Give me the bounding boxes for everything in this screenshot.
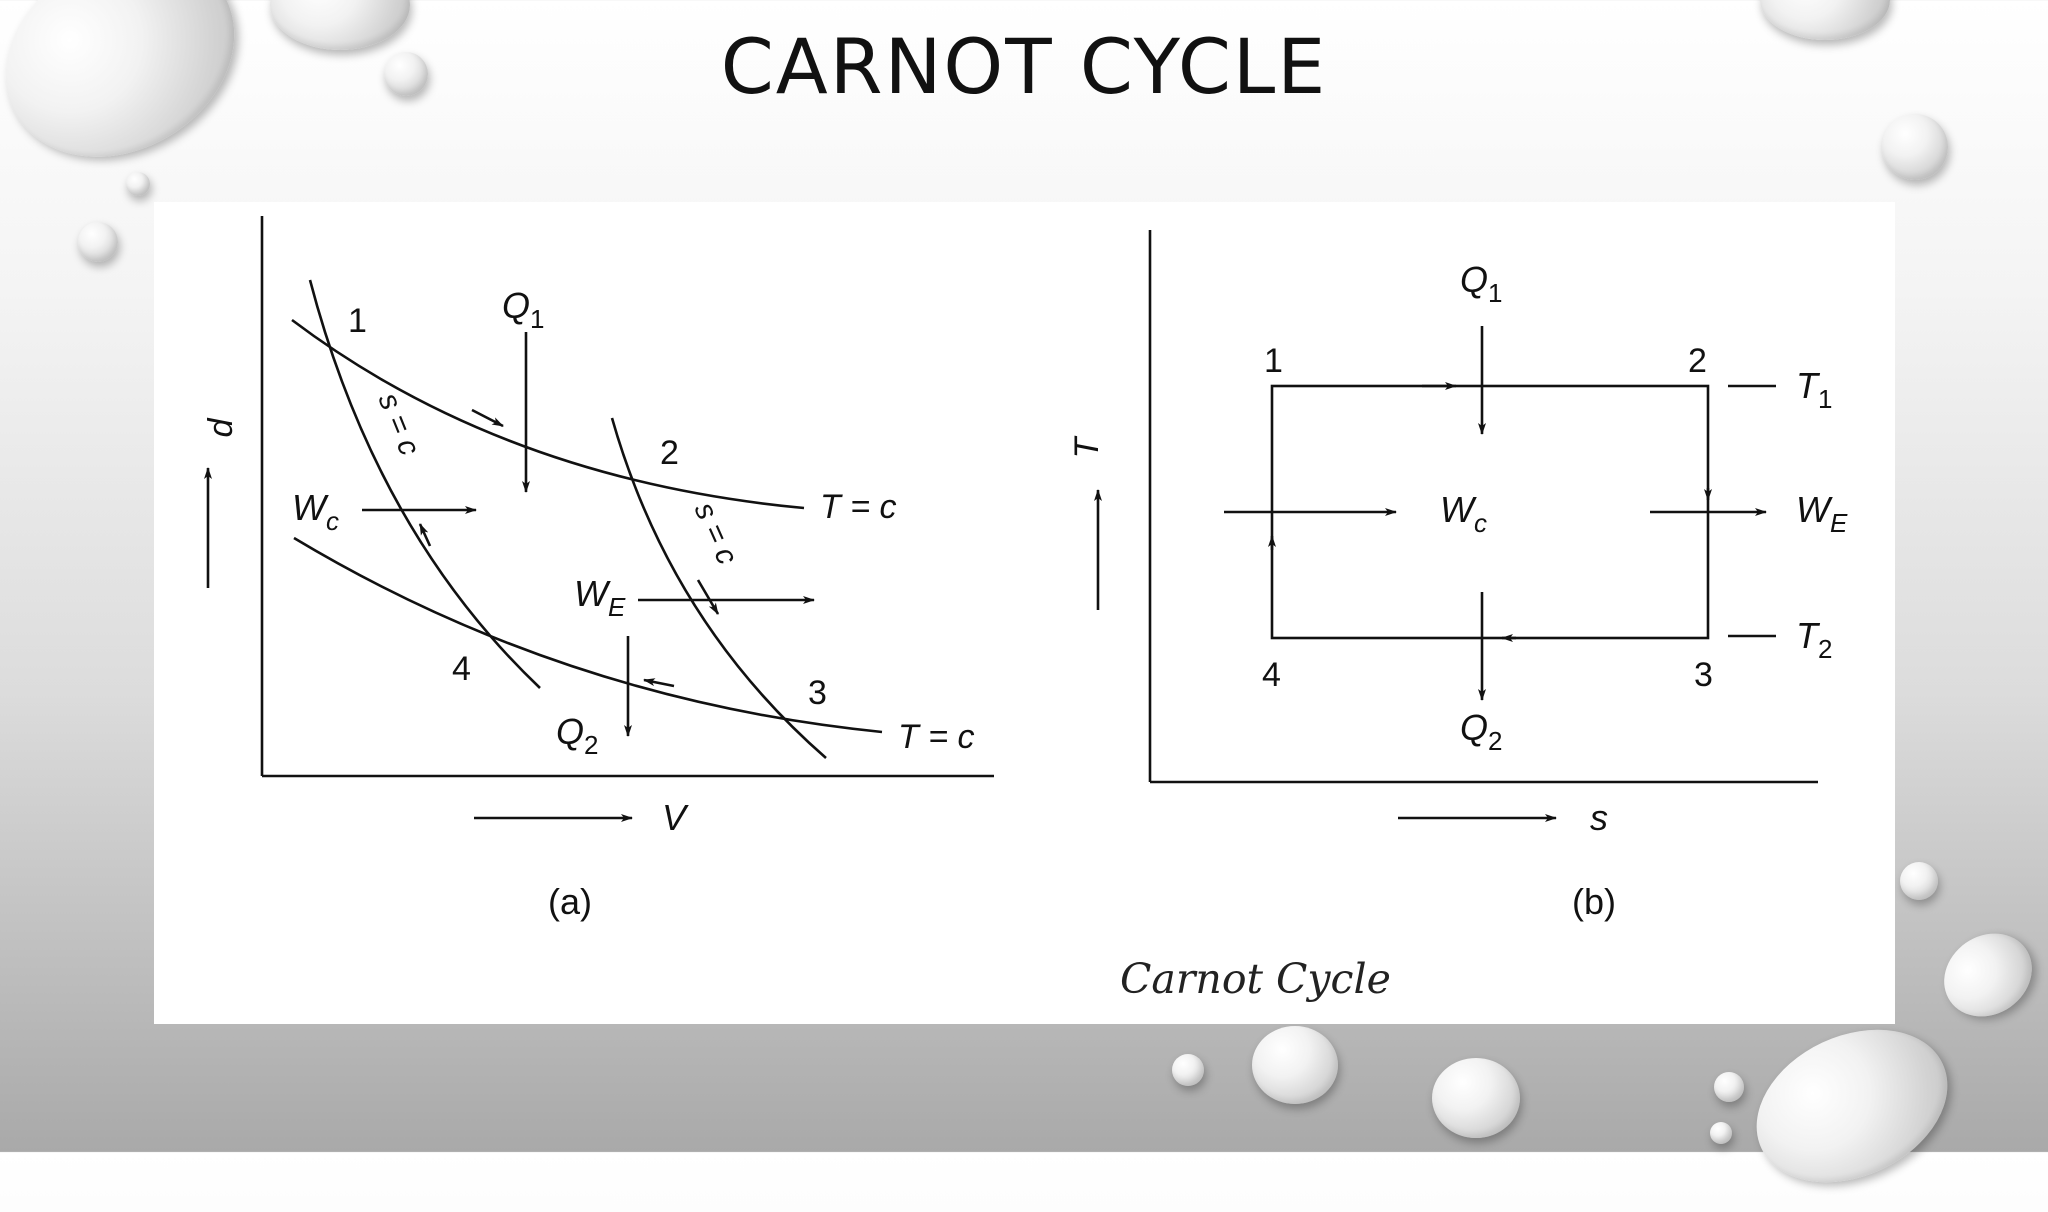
flow-arrow-3-4: [643, 678, 675, 688]
ts-diagram: [1094, 230, 1818, 822]
ts-point-1: 1: [1264, 342, 1283, 380]
pv-point-3: 3: [808, 674, 827, 712]
flow-arrow-2-3: [696, 579, 720, 615]
pv-isotherm-high-label: T = c: [820, 488, 897, 526]
water-drop-decoration: [384, 52, 428, 96]
ts-heat-out-label: Q2: [1460, 707, 1502, 756]
pv-work-exp-label: WE: [574, 573, 626, 622]
pv-x-axis-label: V: [662, 797, 689, 838]
water-drop-decoration: [1710, 1122, 1732, 1144]
water-drop-decoration: [1172, 1054, 1204, 1086]
ts-work-exp-label: WE: [1796, 489, 1848, 538]
ts-work-comp-label: Wc: [1440, 489, 1487, 538]
water-drop-decoration: [1252, 1026, 1338, 1104]
pv-adiabat-right-label: s = c: [688, 497, 744, 569]
water-drop-decoration: [1927, 916, 2048, 1034]
panel-label-a: (a): [548, 881, 592, 922]
water-drop-decoration: [1432, 1058, 1520, 1138]
pv-y-axis-label: p: [206, 418, 244, 438]
pv-diagram: [204, 216, 994, 822]
water-drop-decoration: [126, 172, 150, 196]
pv-work-comp-label: Wc: [292, 487, 339, 536]
water-drop-decoration: [1900, 862, 1938, 900]
ts-heat-in-label: Q1: [1460, 259, 1502, 308]
panel-label-b: (b): [1572, 881, 1616, 922]
pv-isotherm-low-label: T = c: [898, 718, 975, 756]
pv-heat-out-label: Q2: [556, 711, 598, 760]
pv-point-4: 4: [452, 650, 471, 688]
flow-arrow-1-2: [471, 408, 504, 428]
ts-y-axis-label: T: [1068, 435, 1106, 458]
flow-arrow-4-1: [418, 523, 432, 547]
ts-cold-temp-label: T2: [1796, 615, 1832, 664]
pv-labels: p V 1 2 3 4 T = c T = c s = c s = c Q1 Q…: [206, 285, 975, 922]
water-drop-decoration: [1882, 114, 1948, 180]
slide-title: CARNOT CYCLE: [720, 22, 1328, 111]
isotherm-high-curve: [291, 318, 805, 510]
water-drop-decoration: [78, 222, 118, 262]
water-drop-decoration: [1731, 1000, 1973, 1212]
adiabat-right-curve: [610, 417, 827, 759]
ts-labels: T s 1 2 3 4 T1 T2 Q1 Q2 Wc WE (b): [1068, 259, 1848, 922]
adiabat-left-curve: [308, 279, 541, 689]
figure-caption: Carnot Cycle: [1120, 955, 1391, 1003]
ts-hot-temp-label: T1: [1796, 365, 1832, 414]
ts-point-3: 3: [1694, 656, 1713, 694]
pv-point-1: 1: [348, 302, 367, 340]
figure-panel: p V 1 2 3 4 T = c T = c s = c s = c Q1 Q…: [154, 202, 1895, 1024]
ts-point-2: 2: [1688, 342, 1707, 380]
isotherm-low-curve: [293, 536, 883, 734]
carnot-diagrams: p V 1 2 3 4 T = c T = c s = c s = c Q1 Q…: [204, 216, 1848, 922]
ts-x-axis-label: s: [1590, 797, 1608, 838]
ts-point-4: 4: [1262, 656, 1281, 694]
pv-point-2: 2: [660, 434, 679, 472]
water-drop-decoration: [1714, 1072, 1744, 1102]
pv-heat-in-label: Q1: [502, 285, 544, 334]
